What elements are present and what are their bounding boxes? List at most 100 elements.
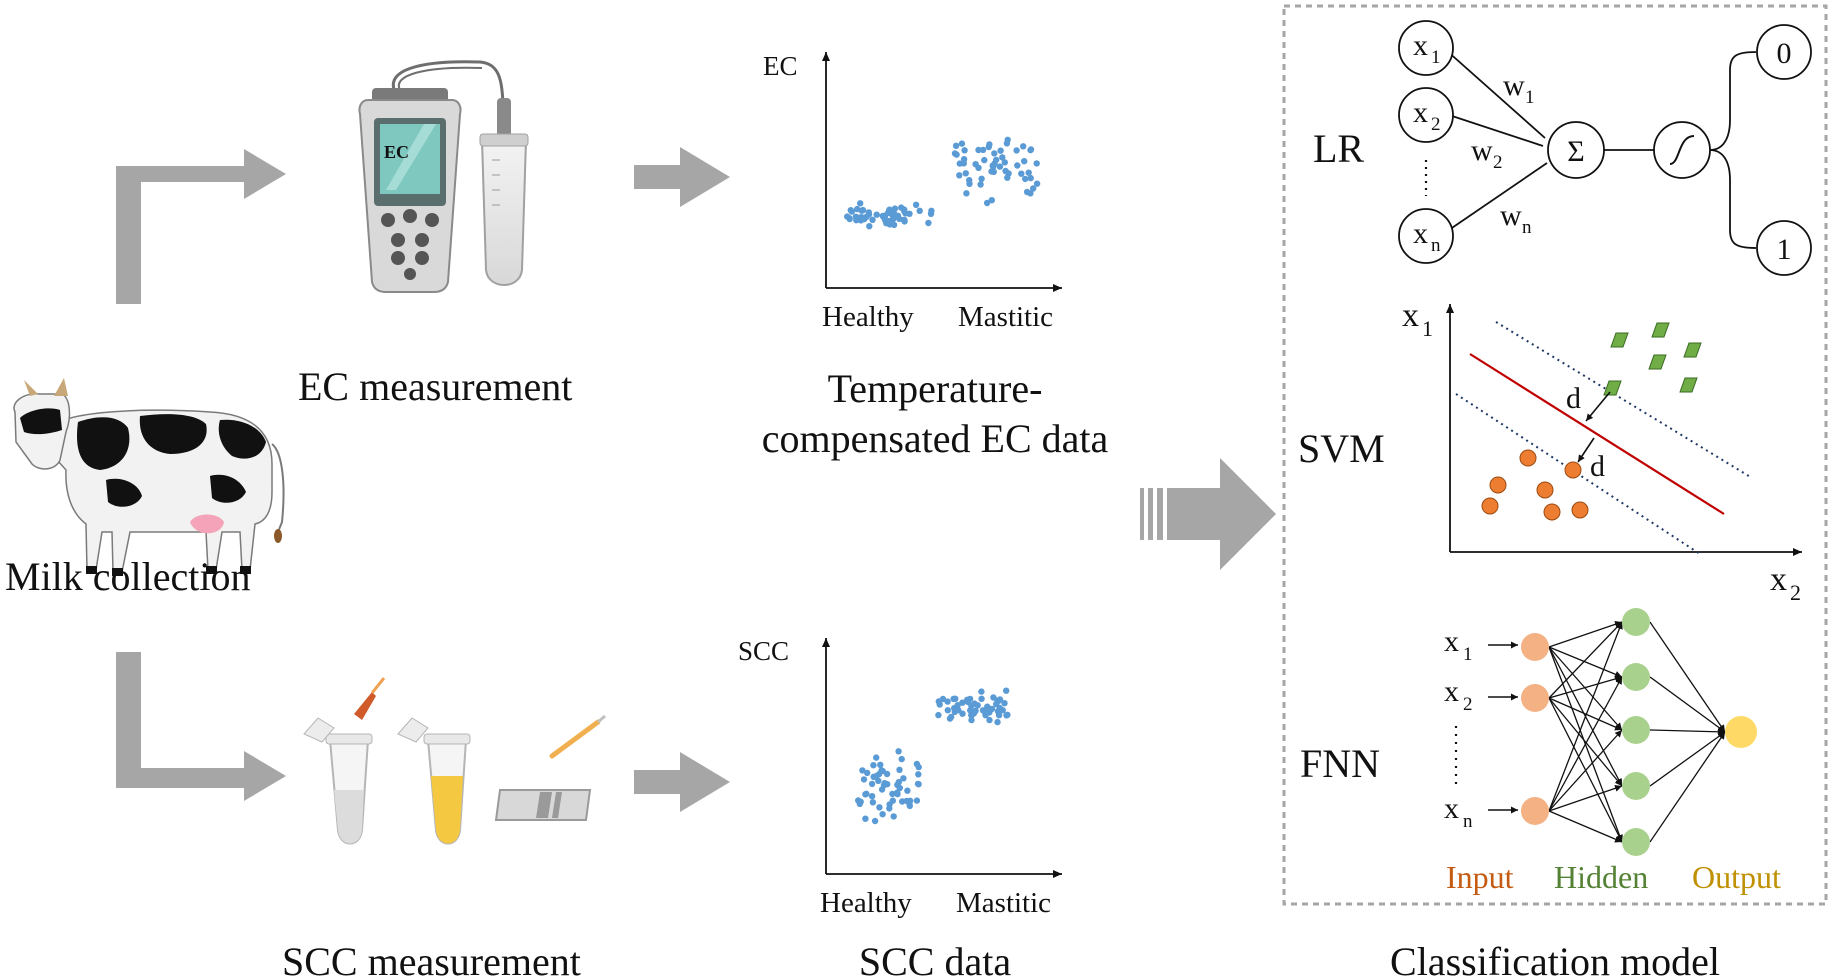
scc-point-healthy (895, 778, 902, 786)
ec-point-mastitic (1021, 175, 1029, 183)
svg-text:n: n (1431, 235, 1441, 256)
ec-plot-x-label-mastitic: Mastitic (958, 301, 1053, 333)
svm-orange-point (1536, 481, 1554, 499)
scc-point-healthy (877, 761, 884, 768)
svm-green-point (1651, 322, 1670, 338)
fnn-edge (1548, 810, 1623, 843)
svg-text:x: x (1770, 561, 1787, 598)
svm-green-point (1683, 342, 1702, 358)
svg-text:n: n (1463, 811, 1473, 832)
svm-y-axis-label: x 1 (1402, 297, 1433, 341)
svm-green-point (1679, 377, 1698, 393)
ec-point-mastitic (960, 160, 967, 167)
ec-point-mastitic (989, 162, 996, 169)
scc-point-healthy (898, 755, 905, 763)
svg-text:1: 1 (1463, 644, 1473, 665)
scc-point-healthy (915, 771, 922, 778)
svg-text:Σ: Σ (1567, 135, 1584, 168)
scc-point-healthy (904, 787, 911, 794)
svm-x-axis-label: x 2 (1770, 561, 1801, 605)
fnn-edge (1548, 621, 1623, 812)
svg-text:x: x (1413, 29, 1428, 62)
ec-point-healthy (912, 201, 920, 208)
fnn-edge (1548, 784, 1623, 812)
ec-point-healthy (916, 207, 923, 214)
ec-point-mastitic (991, 150, 998, 157)
ec-data-caption-line2: compensated EC data (762, 416, 1109, 461)
ec-point-mastitic (1013, 147, 1020, 154)
sigmoid-icon (1669, 135, 1695, 165)
ec-point-mastitic (1033, 160, 1040, 167)
ec-point-mastitic (1025, 169, 1032, 176)
ec-point-healthy (846, 215, 853, 223)
ec-point-mastitic (966, 180, 973, 187)
scc-point-mastitic (951, 705, 958, 712)
scc-point-mastitic (967, 707, 974, 714)
svm-green-point (1603, 380, 1622, 396)
fnn-edge (1548, 646, 1623, 731)
lr-label: LR (1313, 126, 1364, 171)
svm-orange-point (1481, 497, 1499, 515)
scc-point-mastitic (994, 697, 1001, 704)
ec-point-healthy (865, 211, 873, 218)
ec-point-mastitic (988, 197, 995, 204)
lr-sigmoid-node (1653, 121, 1711, 179)
ec-point-mastitic (1023, 188, 1031, 196)
ec-point-mastitic (979, 146, 987, 154)
scc-point-healthy (903, 797, 910, 805)
scc-scatter-plot: SCC Healthy Mastitic (738, 636, 1062, 919)
svm-decision-boundary (1469, 353, 1725, 515)
ec-meter-screen-text: EC (384, 142, 409, 162)
svg-text:x: x (1413, 96, 1428, 129)
ec-point-mastitic (963, 190, 970, 197)
scc-point-healthy (906, 802, 913, 810)
svm-diagram: x 1 x 2 d d (1402, 297, 1802, 605)
svg-text:n: n (1522, 217, 1532, 238)
scc-point-healthy (860, 776, 868, 783)
fnn-edge (1649, 731, 1726, 843)
svg-text:2: 2 (1493, 152, 1503, 173)
scc-point-mastitic (959, 710, 966, 717)
ec-point-healthy (857, 200, 864, 207)
svg-text:1: 1 (1525, 87, 1535, 108)
svg-text:1: 1 (1777, 233, 1792, 266)
ec-point-mastitic (961, 147, 968, 154)
scc-point-healthy (859, 767, 866, 774)
ec-meter-illustration: EC (358, 60, 529, 293)
svm-orange-point (1564, 461, 1582, 479)
scc-point-healthy (868, 780, 876, 788)
fnn-edge (1548, 697, 1623, 731)
fnn-input-label-n: x n (1444, 792, 1473, 832)
fnn-edge (1649, 728, 1726, 736)
scc-point-mastitic (968, 716, 975, 724)
scc-point-healthy (889, 790, 896, 798)
fnn-hidden-node (1622, 663, 1650, 691)
ec-point-healthy (901, 208, 908, 215)
scc-point-healthy (862, 815, 869, 822)
cow-illustration (13, 378, 285, 576)
scc-point-mastitic (1004, 711, 1011, 718)
scc-point-mastitic (935, 711, 942, 719)
fnn-legend-input: Input (1446, 859, 1514, 895)
fnn-legend-hidden: Hidden (1554, 859, 1648, 895)
scc-point-healthy (868, 793, 876, 800)
scc-point-mastitic (1003, 687, 1010, 694)
scc-tubes-illustration (303, 677, 606, 845)
ec-point-mastitic (1018, 170, 1025, 177)
fnn-edge (1548, 697, 1623, 787)
scc-plot-x-label-healthy: Healthy (820, 887, 912, 919)
ec-point-healthy (869, 216, 876, 223)
fnn-input-node (1521, 684, 1549, 712)
svm-orange-point (1519, 449, 1537, 467)
ec-point-mastitic (1033, 180, 1041, 187)
scc-point-healthy (915, 781, 922, 788)
ec-point-mastitic (956, 172, 963, 179)
fnn-edge (1548, 729, 1623, 812)
scc-point-healthy (890, 813, 897, 820)
scc-point-mastitic (994, 718, 1001, 726)
ec-plot-x-label-healthy: Healthy (822, 301, 914, 333)
scc-point-healthy (900, 775, 907, 782)
fnn-edge (1548, 621, 1623, 699)
ec-point-healthy (887, 217, 894, 225)
scc-point-healthy (869, 799, 877, 806)
